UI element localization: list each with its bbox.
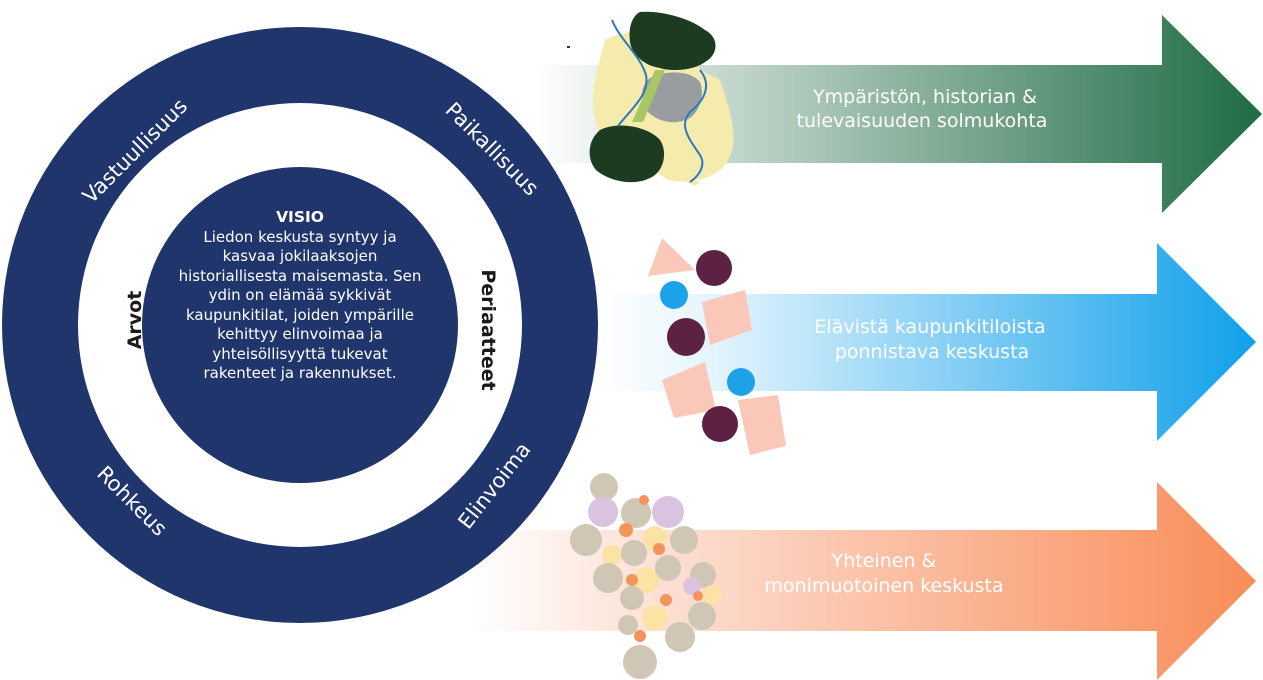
arrow1-line2: tulevaisuuden solmukohta xyxy=(797,110,1048,132)
vision-line: historiallisesta maisemasta. Sen xyxy=(178,266,422,285)
vision-text-block: VISIO Liedon keskusta syntyy ja kasvaa j… xyxy=(160,208,440,384)
arrow3-line2: monimuotoinen keskusta xyxy=(764,575,1003,597)
label-arvot: Arvot xyxy=(124,291,146,350)
vision-line: kasvaa jokilaaksojen xyxy=(222,247,378,265)
vision-line: kehittyy elinvoimaa ja xyxy=(217,325,383,343)
arrow2-line2: ponnistava keskusta xyxy=(835,341,1029,363)
label-periaatteet: Periaatteet xyxy=(477,269,499,390)
diverse-community-icon xyxy=(570,473,722,679)
vision-title: VISIO xyxy=(276,208,324,226)
vision-inner-circle xyxy=(142,167,458,483)
arrow1-line1: Ympäristön, historian & xyxy=(812,86,1037,108)
stray-dot xyxy=(567,46,570,48)
vision-line: ydin on elämää sykkivät xyxy=(208,286,392,304)
vision-line: kaupunkitilat, joiden ympärille xyxy=(186,305,414,324)
arrow-environment xyxy=(535,15,1262,213)
vision-line: yhteisöllisyyttä tukevat xyxy=(212,344,388,363)
vision-line: Liedon keskusta syntyy ja xyxy=(203,227,397,246)
vision-line: rakenteet ja rakennukset. xyxy=(203,364,397,382)
arrow-urban-spaces xyxy=(595,243,1256,441)
landscape-map-icon xyxy=(589,11,734,186)
arrow3-line1: Yhteinen & xyxy=(831,550,937,572)
urban-spaces-icon xyxy=(648,238,786,455)
arrow2-line1: Elävistä kaupunkitiloista xyxy=(814,316,1045,338)
